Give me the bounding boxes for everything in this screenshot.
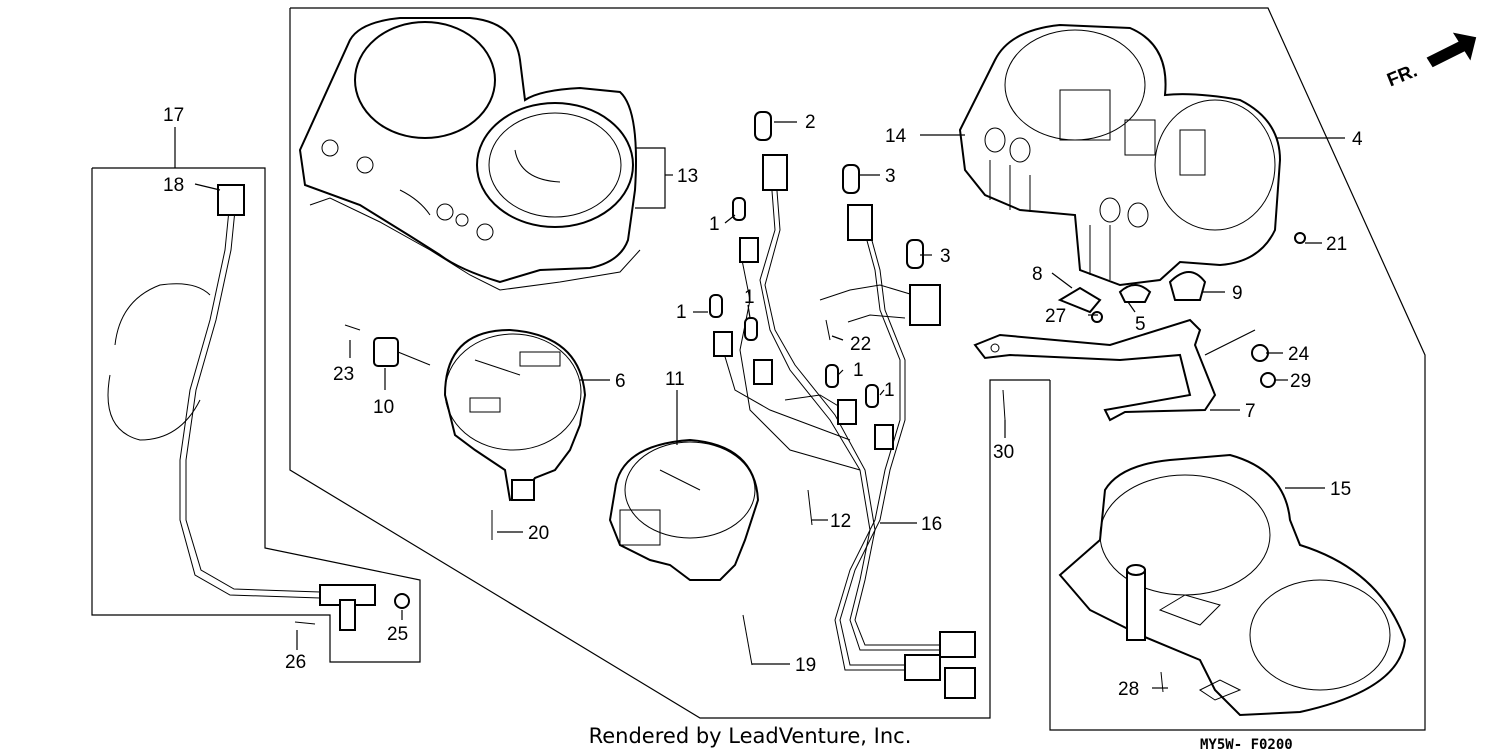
callout-4: 4 <box>1352 129 1363 150</box>
speedometer-cable <box>107 184 376 631</box>
callout-9: 9 <box>1232 283 1243 304</box>
callout-16: 16 <box>921 514 942 535</box>
callout-5: 5 <box>1135 314 1146 335</box>
callout-1: 1 <box>853 360 864 381</box>
callout-13: 13 <box>677 166 698 187</box>
callout-24: 24 <box>1288 344 1310 365</box>
callout-2: 2 <box>805 112 816 133</box>
callout-23: 23 <box>333 364 354 385</box>
callout-19: 19 <box>795 655 816 676</box>
callout-28: 28 <box>1118 679 1139 700</box>
callout-8: 8 <box>1032 264 1043 285</box>
callout-20: 20 <box>528 523 549 544</box>
callout-10: 10 <box>373 397 394 418</box>
callout-27: 27 <box>1045 306 1066 327</box>
callout-1: 1 <box>676 302 687 323</box>
leader-lines <box>174 121 1345 689</box>
callout-1: 1 <box>709 214 720 235</box>
small-parts <box>294 111 1306 693</box>
callout-1: 1 <box>744 287 755 308</box>
callout-6: 6 <box>615 371 626 392</box>
callout-17: 17 <box>163 105 184 126</box>
mounting-bracket <box>973 318 1217 422</box>
callout-18: 18 <box>163 175 184 196</box>
instrument-housing-upper <box>298 17 641 291</box>
callout-3: 3 <box>885 166 896 187</box>
front-direction-indicator: FR. <box>1384 32 1477 91</box>
meter-cover-bottom <box>1058 453 1407 717</box>
front-arrow-icon <box>1426 32 1477 68</box>
callout-22: 22 <box>850 334 871 355</box>
wire-harness <box>713 154 976 699</box>
callout-11: 11 <box>665 369 685 390</box>
callout-21: 21 <box>1326 234 1347 255</box>
callout-30-label: 30 <box>993 442 1014 463</box>
callout-3: 3 <box>940 246 951 267</box>
callout-25: 25 <box>387 624 408 645</box>
callout-1: 1 <box>884 380 895 401</box>
callout-12: 12 <box>830 511 851 532</box>
diagram-code: MY5W- F0200 <box>1200 737 1293 753</box>
callout-labels: 1 1 1 1 1 30 2 3 3 4 5 6 7 8 9 10 11 12 … <box>163 105 1363 700</box>
callout-14: 14 <box>885 126 907 147</box>
callout-29: 29 <box>1290 371 1311 392</box>
meter-case-lower <box>958 23 1282 287</box>
callout-15: 15 <box>1330 479 1351 500</box>
speedometer-unit <box>443 328 587 502</box>
credit-text: Rendered by LeadVenture, Inc. <box>589 724 912 748</box>
group-outlines <box>91 7 1426 731</box>
tachometer-unit <box>608 438 760 581</box>
front-label: FR. <box>1384 60 1420 91</box>
callout-26: 26 <box>285 652 306 673</box>
callout-7: 7 <box>1245 401 1256 422</box>
